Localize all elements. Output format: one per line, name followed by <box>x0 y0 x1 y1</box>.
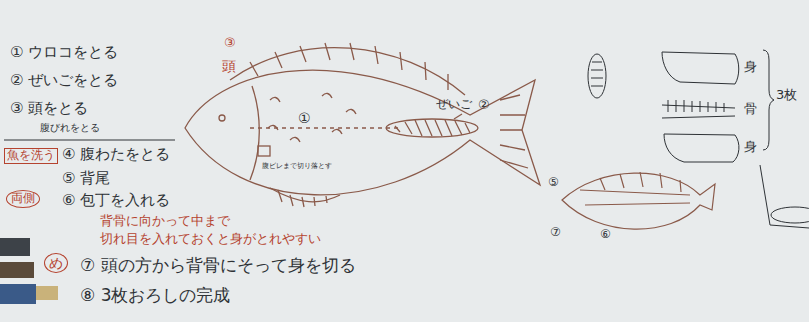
part-name: 身 <box>744 60 757 75</box>
note-text: 切れ目を入れておくと身がとれやすい <box>100 232 321 247</box>
step-text: ⑧ 3枚おろしの完成 <box>80 286 230 306</box>
part-name: ぜいご <box>436 98 472 112</box>
step-text: ③ 頭をとる <box>10 100 88 117</box>
note-text: 背骨に向かって中まで <box>100 214 230 229</box>
callout-number: ⑦ <box>550 226 561 240</box>
part-name: 3枚 <box>776 88 797 103</box>
step-text: ② ぜいごをとる <box>10 72 118 89</box>
step-text: ⑦ 頭の方から背骨にそって身を切る <box>80 256 356 276</box>
part-name: 頭 <box>222 58 236 74</box>
callout-number: ② <box>478 98 490 113</box>
part-note: 腹ビレまで切り落とす <box>262 162 332 170</box>
note-circle: め <box>44 253 68 273</box>
step-text: ⑤ 背尾 <box>62 170 110 187</box>
callout-number: ⑥ <box>600 228 611 242</box>
part-name: 骨 <box>744 102 757 117</box>
step-text: ⑥ 包丁を入れる <box>62 192 170 209</box>
note-box: 魚を洗う <box>4 148 58 164</box>
callout-number: ⑤ <box>548 176 559 190</box>
callout-number: ① <box>298 110 311 126</box>
note-circle: 両側 <box>6 190 40 208</box>
part-name: 身 <box>744 140 757 155</box>
step-note: 腹びれをとる <box>40 122 100 134</box>
step-text: ① ウロコをとる <box>10 44 118 61</box>
step-text: ④ 腹わたをとる <box>62 146 170 163</box>
callout-number: ③ <box>224 36 236 51</box>
